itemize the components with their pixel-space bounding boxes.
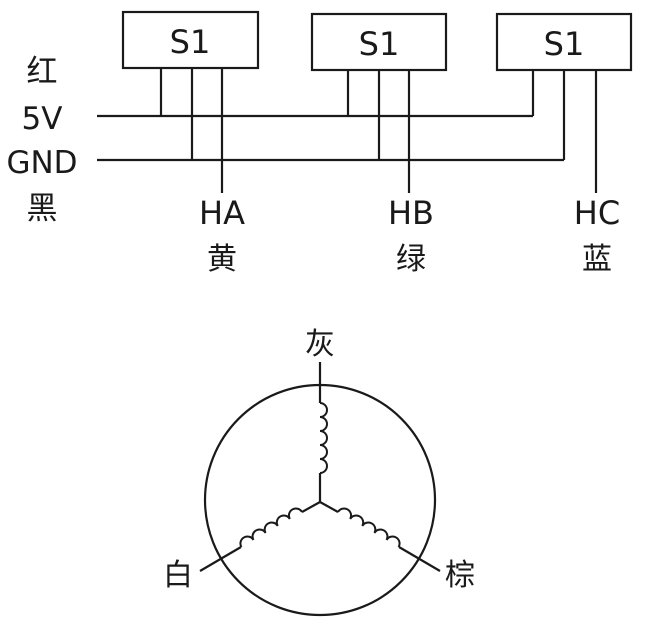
output-ha-label: HA [199, 194, 245, 232]
coil-left [239, 507, 303, 548]
label-black: 黑 [27, 191, 58, 227]
motor-top-lead-label: 灰 [305, 327, 335, 362]
output-ha-color: 黄 [207, 242, 237, 277]
winding-left [199, 501, 321, 572]
output-hb-label: HB [388, 194, 434, 232]
sensor-s1-a: S1 [121, 10, 260, 70]
coil-top [319, 402, 328, 474]
coil-right [337, 507, 401, 548]
label-gnd: GND [6, 145, 77, 181]
winding-top [318, 362, 328, 502]
sensor-label: S1 [359, 25, 400, 63]
hall-sensor-wiring: S1 S1 S1 红 5V GND 黑 HA 黄 HB [6, 10, 633, 277]
output-hc-label: HC [574, 194, 620, 232]
motor-right-lead-label: 棕 [445, 558, 475, 593]
winding-right [319, 501, 441, 572]
sensor-s1-c: S1 [495, 12, 633, 72]
output-hc-color: 蓝 [582, 242, 612, 277]
motor-left-lead-label: 白 [163, 558, 193, 593]
sensor-label: S1 [170, 23, 211, 61]
sensor-s1-b: S1 [310, 12, 448, 72]
label-red: 红 [27, 54, 58, 90]
sensor-label: S1 [544, 25, 585, 63]
output-hb-color: 绿 [396, 242, 426, 277]
label-5v: 5V [22, 101, 63, 137]
motor-winding-diagram: 灰 白 棕 [163, 327, 475, 617]
